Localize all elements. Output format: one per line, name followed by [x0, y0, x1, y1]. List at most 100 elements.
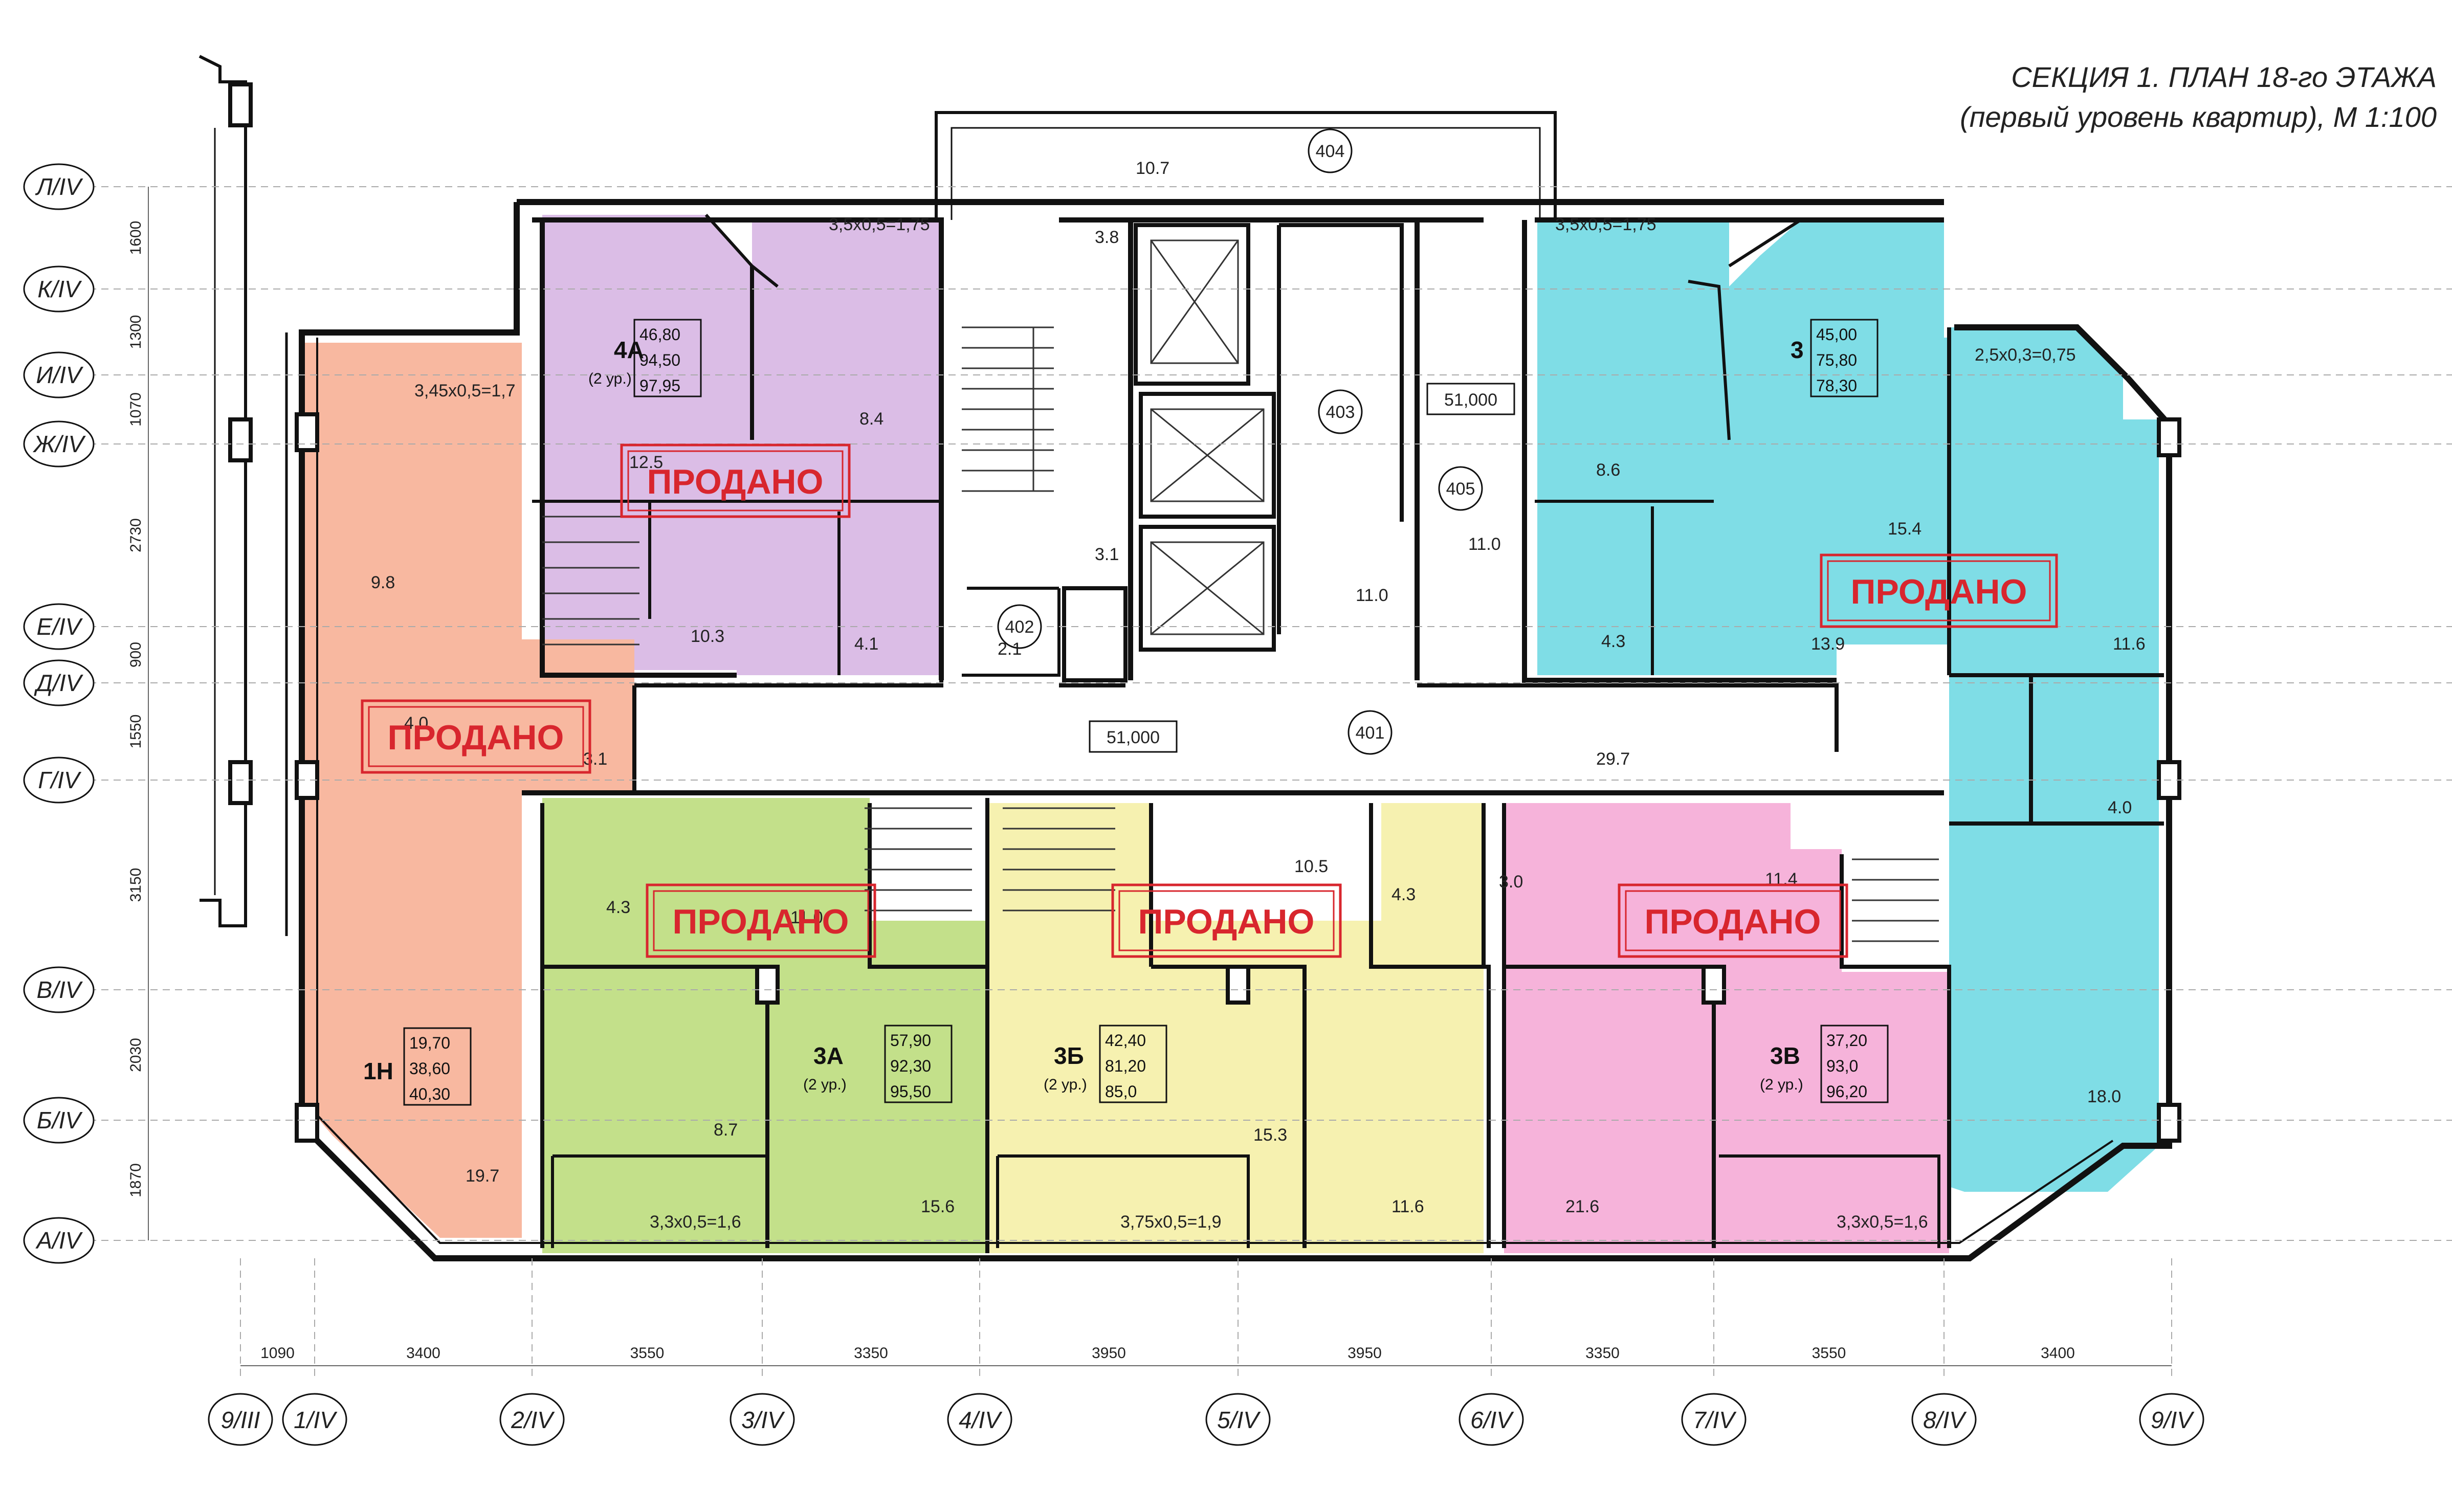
sold-stamp-3v: ПРОДАНО — [1618, 883, 1848, 958]
apt1h-hall-area: 3.1 — [583, 749, 607, 769]
apt3a-balcony-area: 3,3x0,5=1,6 — [650, 1212, 741, 1232]
apt-3v-area-living: 37,20 — [1826, 1031, 1867, 1050]
apt3a-room-area: 15.6 — [921, 1197, 955, 1216]
row-axis-8: Б/IV — [23, 1097, 2452, 1144]
apt-3-fill — [1537, 220, 2159, 1192]
apt4a-kitchen-area: 8.4 — [859, 409, 883, 429]
apt1h-balcony-area: 3,45x0,5=1,7 — [414, 381, 516, 401]
column-dimension: 3550 — [630, 1345, 665, 1362]
column-dimension: 3400 — [406, 1345, 440, 1362]
row-axis-5: Д/IV — [23, 659, 2452, 706]
apt-3v-area-balcony: 96,20 — [1826, 1082, 1867, 1101]
apt1h-bath-area: 4.0 — [404, 714, 428, 733]
row-axis-label: А/IV — [35, 1227, 83, 1254]
apt-3v-fill — [1504, 803, 1949, 1253]
row-axis-label: Е/IV — [37, 613, 83, 640]
room-405-tag: 405 — [1446, 479, 1475, 499]
column-axis-label: 5/IV — [1217, 1407, 1261, 1433]
column-axis-label: 9/III — [221, 1407, 260, 1433]
svg-text:ПРОДАНО: ПРОДАНО — [388, 718, 564, 757]
column-axis-5: 5/IV — [1205, 1258, 1271, 1446]
sold-stamp-4a: ПРОДАНО — [620, 443, 851, 518]
column-dimension: 3350 — [1585, 1345, 1620, 1362]
apt3-bath-area: 4.3 — [1601, 632, 1625, 651]
core-walls — [1059, 217, 1484, 680]
apt-3b-label: 3Б (2 ур.) 42,40 81,20 85,0 — [1044, 1025, 1167, 1103]
apt-1h-name: 1Н — [363, 1058, 393, 1084]
plan-title: СЕКЦИЯ 1. ПЛАН 18-го ЭТАЖА — [2011, 61, 2437, 93]
apt-3b-area-total: 81,20 — [1105, 1057, 1146, 1075]
row-axis-0: Л/IV — [23, 163, 2452, 210]
level-mark-lower: 51,000 — [1107, 728, 1160, 747]
apt3-hall-area: 13.9 — [1811, 634, 1845, 654]
row-axis-3: Ж/IV — [23, 420, 2452, 468]
apt3b-bath-area: 4.3 — [1391, 885, 1416, 904]
apt3-room2-area: 11.6 — [2113, 634, 2146, 654]
area-stair: 3.8 — [1095, 228, 1119, 247]
apt4a-hall-area: 10.3 — [691, 627, 724, 646]
apt3-room3-area: 18.0 — [2087, 1087, 2121, 1106]
row-axis-label: В/IV — [37, 976, 83, 1003]
area-lift: 11.0 — [1356, 586, 1388, 605]
apt-3a-name: 3А — [813, 1042, 844, 1069]
apt-4a-area-total: 94,50 — [639, 351, 680, 369]
apt3-room-area: 15.4 — [1888, 519, 1921, 539]
apt-3b-fill — [987, 803, 1484, 1253]
apt3v-bath-area: 3.0 — [1499, 872, 1523, 892]
row-dimension: 2730 — [127, 518, 144, 552]
apt-3-label: 3 45,00 75,80 78,30 — [1791, 319, 1879, 397]
apt3b-balcony-area: 3,75x0,5=1,9 — [1120, 1212, 1222, 1232]
column-axis-1: 1/IV — [282, 1258, 347, 1446]
apt-3a-area-total: 92,30 — [890, 1057, 931, 1075]
apt3a-kitchen-area: 8.7 — [714, 1120, 738, 1140]
area-403: 3.1 — [1095, 545, 1119, 564]
row-dimension: 3150 — [127, 868, 144, 902]
apt-3v-sub: (2 ур.) — [1760, 1076, 1803, 1093]
row-axis-label: Л/IV — [35, 173, 83, 200]
apt-3-name: 3 — [1791, 337, 1804, 363]
row-dimension: 1300 — [127, 315, 144, 349]
apt-4a-area-living: 46,80 — [639, 325, 680, 344]
column-axis-label: 8/IV — [1923, 1407, 1967, 1433]
apt1h-room-area: 19.7 — [466, 1166, 499, 1186]
area-404: 10.7 — [1136, 159, 1169, 178]
row-axis-label: Г/IV — [38, 767, 82, 793]
sold-stamp-3: ПРОДАНО — [1820, 553, 2058, 628]
svg-text:ПРОДАНО: ПРОДАНО — [1138, 902, 1315, 941]
row-dimension: 900 — [127, 642, 144, 668]
apt3b-room-area: 15.3 — [1253, 1125, 1287, 1145]
apt-4a-name: 4А — [614, 337, 644, 363]
svg-text:ПРОДАНО: ПРОДАНО — [647, 462, 824, 501]
column-axis-label: 2/IV — [511, 1407, 555, 1433]
row-axis-1: К/IV — [23, 265, 2452, 313]
apt-1h-label: 1Н 19,70 38,60 40,30 — [363, 1027, 472, 1106]
sold-stamps: ПРОДАНО ПРОДАНО ПРОДАНО ПРОДАНО ПРОДАНО … — [361, 443, 2058, 958]
apt-4a-label: 4А (2 ур.) 46,80 94,50 97,95 — [588, 319, 702, 397]
apt-1h-area-living: 19,70 — [409, 1034, 450, 1052]
apt4a-balcony-area: 3,5x0,5=1,75 — [829, 215, 930, 234]
apt-3b-area-living: 42,40 — [1105, 1031, 1146, 1050]
area-402: 2.1 — [998, 639, 1022, 659]
column-dimension: 3550 — [1812, 1345, 1846, 1362]
room-403-tag: 403 — [1326, 403, 1355, 422]
column-axis-8: 8/IV — [1911, 1258, 1977, 1446]
room-areas: 3,5x0,5=1,75 8.4 12.5 10.3 4.1 3,5x0,5=1… — [371, 215, 2146, 1232]
apt-3a-sub: (2 ур.) — [803, 1076, 847, 1093]
column-axis-label: 4/IV — [959, 1407, 1003, 1433]
row-axis-label: Ж/IV — [33, 431, 86, 457]
room-401-tag: 401 — [1356, 723, 1385, 743]
apt-3b-sub: (2 ур.) — [1044, 1076, 1087, 1093]
row-axis-label: К/IV — [37, 276, 82, 302]
apt3-wc-area: 4.0 — [2108, 798, 2132, 817]
row-dimension: 1870 — [127, 1163, 144, 1197]
level-mark-upper: 51,000 — [1444, 390, 1497, 410]
apt-3v-name: 3В — [1770, 1042, 1800, 1069]
apt-4a-sub: (2 ур.) — [588, 370, 632, 387]
apt-3b-area-balcony: 85,0 — [1105, 1082, 1137, 1101]
sold-stamp-1h: ПРОДАНО — [361, 699, 591, 774]
svg-text:ПРОДАНО: ПРОДАНО — [1851, 572, 2027, 611]
apt-3v-area-total: 93,0 — [1826, 1057, 1858, 1075]
row-axis-label: И/IV — [36, 362, 83, 388]
column-dimension: 3950 — [1348, 1345, 1382, 1362]
